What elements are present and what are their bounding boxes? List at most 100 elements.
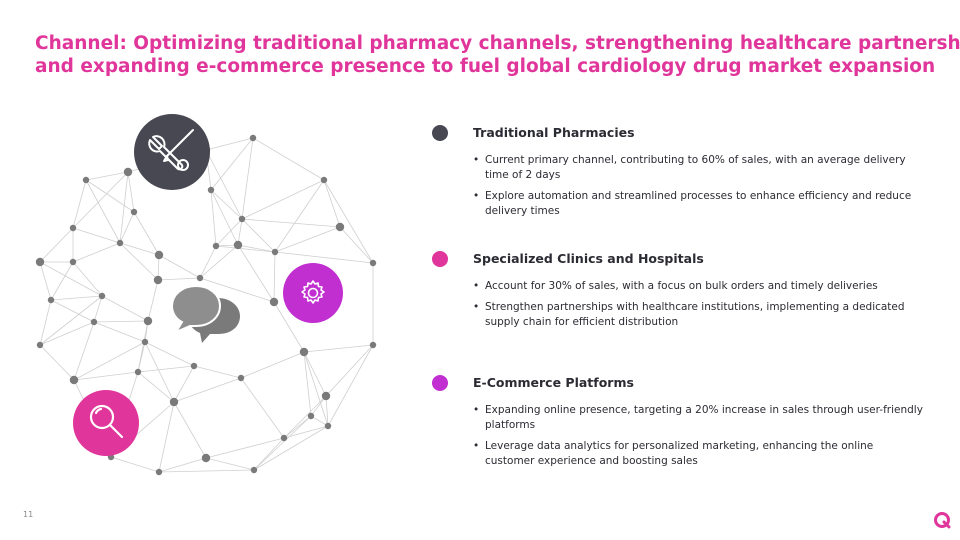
- network-line: [210, 137, 254, 191]
- network-node: [233, 240, 243, 250]
- network-line: [93, 321, 146, 343]
- network-node: [82, 176, 90, 184]
- network-line: [110, 456, 160, 473]
- network-line: [199, 244, 239, 279]
- network-line: [303, 351, 327, 397]
- network-line: [283, 425, 329, 439]
- network-node: [237, 374, 245, 382]
- network-line: [210, 189, 243, 220]
- network-node: [116, 239, 124, 247]
- network-node: [307, 412, 315, 420]
- network-line: [303, 351, 329, 427]
- network-line: [85, 179, 121, 244]
- network-line: [144, 341, 195, 367]
- network-line: [237, 244, 275, 303]
- network-line: [210, 189, 239, 246]
- section-heading: Traditional Pharmacies: [473, 125, 635, 140]
- network-line: [39, 299, 52, 346]
- network-node: [321, 391, 331, 401]
- network-node: [196, 274, 204, 282]
- network-node: [299, 347, 309, 357]
- network-node: [69, 258, 77, 266]
- network-line: [303, 351, 312, 417]
- network-line: [241, 218, 276, 253]
- network-line: [119, 211, 135, 244]
- network-line: [72, 171, 129, 229]
- network-line: [39, 344, 75, 381]
- network-line: [274, 226, 341, 253]
- network-line: [137, 365, 195, 373]
- network-line: [119, 242, 160, 256]
- network-line: [325, 344, 374, 397]
- bullet-item: Explore automation and streamlined proce…: [473, 189, 923, 219]
- network-line: [73, 321, 95, 381]
- network-node: [249, 134, 257, 142]
- bullet-item: Expanding online presence, targeting a 2…: [473, 403, 923, 433]
- network-line: [274, 179, 325, 253]
- network-node: [320, 176, 328, 184]
- network-line: [72, 179, 87, 229]
- network-node: [47, 296, 55, 304]
- network-line: [205, 457, 255, 471]
- network-line: [327, 344, 374, 427]
- network-line: [93, 320, 149, 323]
- network-node: [155, 468, 163, 476]
- network-node: [201, 453, 211, 463]
- network-nodes: [35, 134, 377, 476]
- network-line: [199, 277, 275, 303]
- network-line: [158, 469, 255, 473]
- network-line: [73, 371, 139, 381]
- network-line: [240, 351, 305, 379]
- network-line: [237, 244, 276, 253]
- page-title: Channel: Optimizing traditional pharmacy…: [35, 32, 960, 78]
- network-line: [283, 415, 312, 439]
- network-line: [137, 371, 175, 403]
- network-line: [39, 261, 103, 297]
- brand-logo-icon: [934, 512, 951, 529]
- network-node: [207, 186, 215, 194]
- network-line: [273, 251, 276, 303]
- bullet-item: Leverage data analytics for personalized…: [473, 439, 923, 469]
- network-node: [134, 368, 142, 376]
- network-line: [323, 179, 374, 264]
- network-line: [50, 295, 103, 301]
- network-node: [123, 167, 133, 177]
- network-node: [154, 250, 164, 260]
- network-illustration: [35, 114, 377, 476]
- network-node: [98, 292, 106, 300]
- section-dot-dark: [432, 125, 448, 141]
- bullet-item: Current primary channel, contributing to…: [473, 153, 923, 183]
- network-line: [215, 218, 243, 247]
- network-line: [173, 401, 207, 459]
- network-line: [205, 137, 254, 151]
- network-line: [173, 377, 242, 403]
- network-line: [157, 277, 201, 281]
- network-node: [69, 224, 77, 232]
- network-line: [241, 218, 341, 228]
- gear-icon: [301, 280, 325, 304]
- network-line: [274, 251, 374, 264]
- network-node: [190, 362, 198, 370]
- network-line: [144, 341, 175, 403]
- network-node: [143, 316, 153, 326]
- network-node: [69, 375, 79, 385]
- network-line: [205, 149, 243, 220]
- network-line: [273, 301, 305, 353]
- network-node: [141, 338, 149, 346]
- network-line: [173, 365, 195, 403]
- network-node: [36, 341, 44, 349]
- page-number: 11: [23, 510, 34, 519]
- network-line: [101, 295, 149, 322]
- network-line: [303, 344, 374, 353]
- tools-icon: [148, 129, 194, 171]
- network-line: [253, 415, 312, 471]
- network-line: [73, 341, 146, 381]
- network-line: [241, 137, 254, 220]
- network-node: [153, 275, 163, 285]
- section-heading: E-Commerce Platforms: [473, 375, 634, 390]
- network-line: [323, 179, 341, 228]
- network-line: [241, 179, 325, 220]
- network-node: [271, 248, 279, 256]
- network-line: [93, 295, 103, 323]
- network-line: [193, 365, 242, 379]
